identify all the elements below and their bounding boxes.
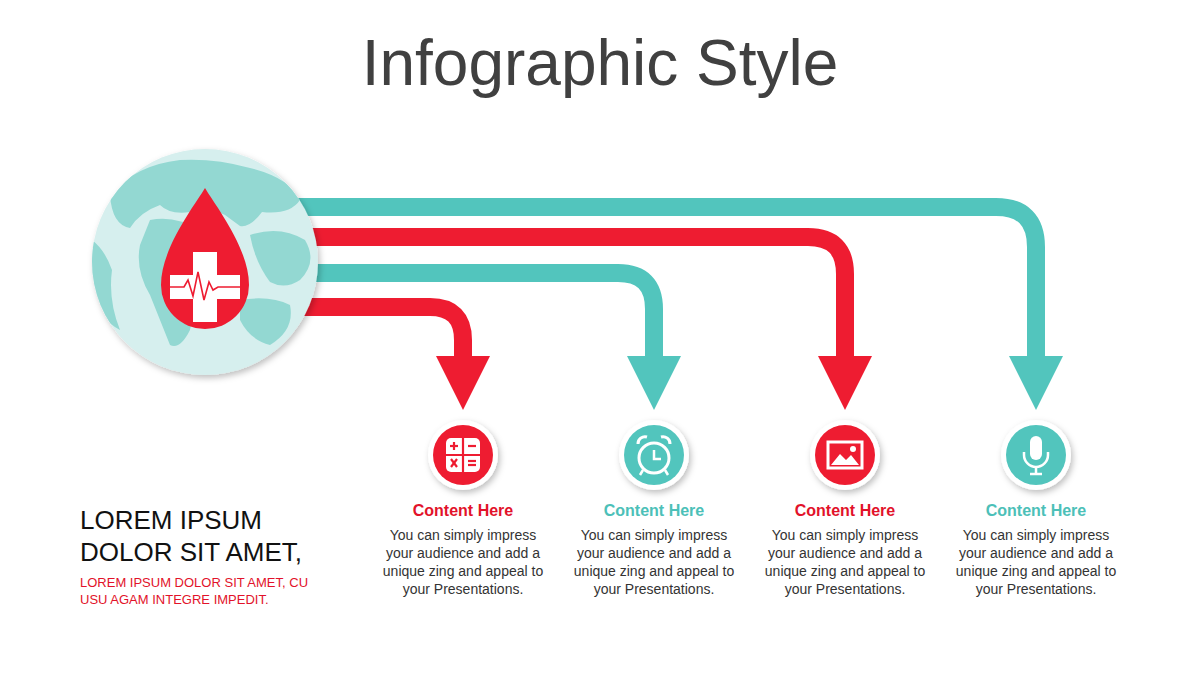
arrowhead bbox=[436, 356, 490, 410]
icon-picture bbox=[810, 420, 880, 490]
icon-microphone bbox=[1001, 420, 1071, 490]
content-column: Content HereYou can simply impress your … bbox=[757, 502, 933, 598]
column-body: You can simply impress your audience and… bbox=[375, 526, 551, 598]
side-subtext: LOREM IPSUM DOLOR SIT AMET, CU USU AGAM … bbox=[80, 574, 330, 608]
content-column: Content HereYou can simply impress your … bbox=[375, 502, 551, 598]
column-body: You can simply impress your audience and… bbox=[566, 526, 742, 598]
arrowhead bbox=[1009, 356, 1063, 410]
icon-alarm-clock bbox=[619, 420, 689, 490]
column-heading: Content Here bbox=[566, 502, 742, 520]
arrow-line bbox=[280, 237, 845, 362]
column-heading: Content Here bbox=[948, 502, 1124, 520]
arrow-line bbox=[280, 273, 654, 362]
column-body: You can simply impress your audience and… bbox=[948, 526, 1124, 598]
globe bbox=[92, 149, 318, 375]
column-heading: Content Here bbox=[375, 502, 551, 520]
icon-calculator bbox=[428, 420, 498, 490]
arrowhead bbox=[818, 356, 872, 410]
arrow-line bbox=[280, 307, 463, 362]
slide-title: Infographic Style bbox=[0, 26, 1200, 100]
arrowhead bbox=[627, 356, 681, 410]
content-column: Content HereYou can simply impress your … bbox=[566, 502, 742, 598]
side-heading: LOREM IPSUM DOLOR SIT AMET, bbox=[80, 504, 342, 568]
arrow-line bbox=[280, 207, 1036, 362]
column-body: You can simply impress your audience and… bbox=[757, 526, 933, 598]
content-column: Content HereYou can simply impress your … bbox=[948, 502, 1124, 598]
column-heading: Content Here bbox=[757, 502, 933, 520]
